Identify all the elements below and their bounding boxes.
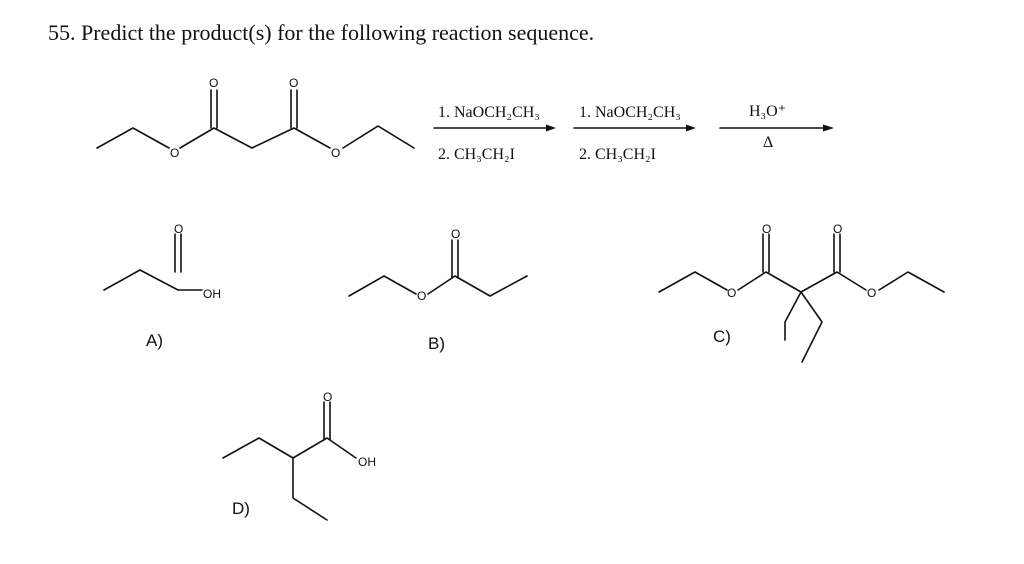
structure-a-butanoic-acid: O OH: [103, 222, 221, 301]
atom-o-d: O: [323, 390, 332, 404]
structure-d-2-ethylbutanoic-acid: O OH: [222, 390, 376, 521]
question-text: 55. Predict the product(s) for the follo…: [48, 20, 595, 45]
atom-o-carbonyl-2: O: [289, 76, 298, 90]
atom-oh-a: OH: [203, 287, 221, 301]
atom-o-b-ester: O: [417, 289, 426, 303]
atom-o-b-carbonyl: O: [451, 227, 460, 241]
atom-oh-d: OH: [358, 455, 376, 469]
choice-a-label: A): [146, 331, 163, 350]
atom-o-ester-2: O: [331, 146, 340, 160]
atom-o-c-ester-2: O: [867, 286, 876, 300]
step3-reagent-acid: H₃O⁺: [749, 103, 787, 120]
choice-c-label: C): [713, 327, 731, 346]
atom-o-c-carbonyl-2: O: [833, 222, 842, 236]
atom-o-c-carbonyl-1: O: [762, 222, 771, 236]
step1-reagent-2: 2. CH₃CH₂I: [438, 146, 515, 163]
step3-reagent-heat: Δ: [763, 134, 774, 151]
starting-material-diethyl-malonate: O O O O: [96, 76, 415, 160]
step2-reagent-1: 1. NaOCH₂CH₃: [579, 104, 681, 121]
atom-o-carbonyl-1: O: [209, 76, 218, 90]
reaction-arrows: [433, 124, 834, 132]
atom-o-a: O: [174, 222, 183, 236]
step2-reagent-2: 2. CH₃CH₂I: [579, 146, 656, 163]
structure-c-diethyl-diethylmalonate: O O O O: [658, 222, 945, 363]
choice-b-label: B): [428, 334, 445, 353]
atom-o-c-ester-1: O: [727, 286, 736, 300]
step1-reagent-1: 1. NaOCH₂CH₃: [438, 104, 540, 121]
choice-d-label: D): [232, 499, 250, 518]
structure-b-ethyl-propanoate: O O: [348, 227, 528, 303]
atom-o-ester-1: O: [170, 146, 179, 160]
